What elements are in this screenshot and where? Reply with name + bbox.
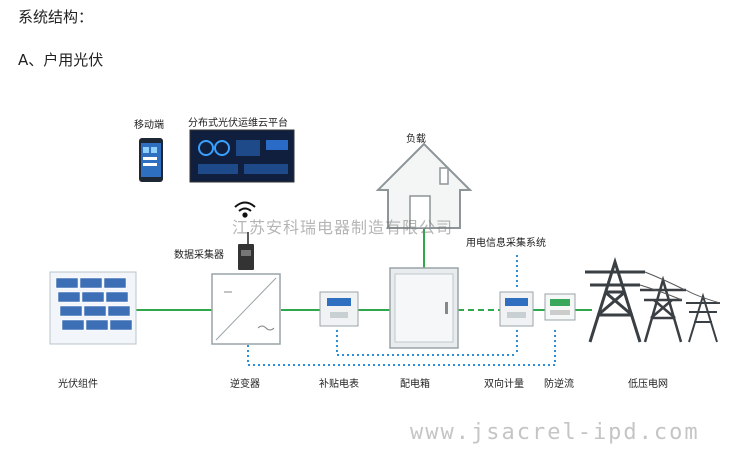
power-pylon-icon — [686, 292, 720, 343]
label-data-collector: 数据采集器 — [174, 250, 224, 261]
label-subsidy-meter: 补贴电表 — [319, 379, 359, 390]
subsidy-meter-icon — [319, 291, 359, 327]
solar-panel-icon — [49, 271, 137, 345]
blue-dotted-comm-line — [247, 255, 556, 366]
label-mobile: 移动端 — [134, 120, 164, 131]
data-collector-icon — [238, 232, 254, 270]
inverter-icon — [211, 273, 281, 345]
page-title: 系统结构： — [18, 8, 94, 26]
anti-reflux-device-icon — [544, 293, 576, 321]
watermark-url: www.jsacrel-ipd.com — [410, 420, 700, 445]
label-load: 负载 — [406, 134, 426, 145]
label-bidirectional-meter: 双向计量 — [484, 379, 524, 390]
wifi-icon — [234, 201, 256, 218]
section-subtitle: A、户用光伏 — [18, 51, 104, 69]
bidirectional-meter-icon — [499, 291, 534, 327]
label-anti-reflux: 防逆流 — [544, 379, 574, 390]
label-cloud-platform: 分布式光伏运维云平台 — [188, 118, 288, 129]
label-distribution-box: 配电箱 — [400, 379, 430, 390]
power-pylon-icon — [585, 256, 645, 343]
distribution-box-icon — [389, 267, 459, 349]
mobile-phone-icon — [139, 138, 163, 182]
power-pylon-icon — [640, 275, 686, 343]
house-icon — [375, 142, 473, 229]
label-inverter: 逆变器 — [230, 379, 260, 390]
green-power-line — [135, 228, 592, 311]
label-pv-module: 光伏组件 — [58, 379, 98, 390]
label-low-voltage-grid: 低压电网 — [628, 379, 668, 390]
label-info-system: 用电信息采集系统 — [466, 238, 546, 249]
power-lines — [639, 271, 721, 304]
cloud-platform-screen-icon — [189, 129, 295, 183]
watermark-company: 江苏安科瑞电器制造有限公司 — [232, 218, 454, 237]
